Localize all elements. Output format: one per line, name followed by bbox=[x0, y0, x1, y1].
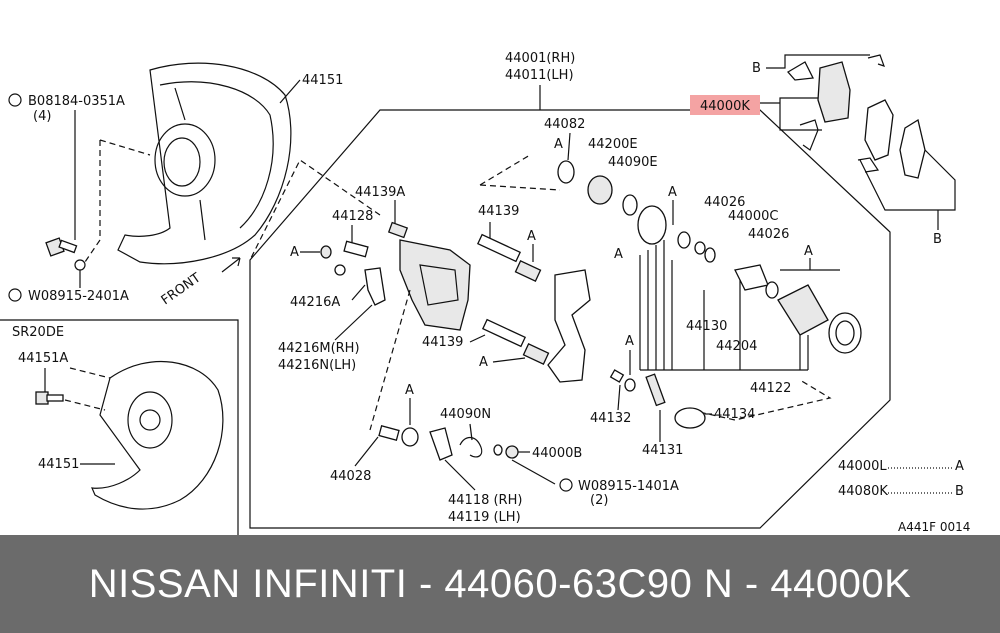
label-a5: A bbox=[290, 245, 299, 260]
label-washer2: W08915-1401A bbox=[578, 479, 679, 494]
bolt-part-lower bbox=[35, 391, 64, 405]
slide-pins bbox=[476, 233, 550, 365]
label-44011: 44011(LH) bbox=[505, 68, 574, 83]
backing-plate-bottom bbox=[91, 360, 224, 510]
label-44139-bottom: 44139 bbox=[422, 335, 463, 350]
caliper-body bbox=[364, 239, 471, 331]
label-44082: 44082 bbox=[544, 117, 585, 132]
label-front: FRONT bbox=[159, 270, 204, 308]
label-44119: 44119 (LH) bbox=[448, 510, 521, 525]
bolt-part bbox=[45, 237, 78, 257]
label-44216m: 44216M(RH) bbox=[278, 341, 360, 356]
label-44028: 44028 bbox=[330, 469, 371, 484]
label-44131: 44131 bbox=[642, 443, 683, 458]
label-44001: 44001(RH) bbox=[505, 51, 575, 66]
label-44139a: 44139A bbox=[355, 185, 405, 200]
label-44139-top: 44139 bbox=[478, 204, 519, 219]
label-a9: A bbox=[405, 383, 414, 398]
label-44151a: 44151A bbox=[18, 351, 68, 366]
label-44000c: 44000C bbox=[728, 209, 778, 224]
label-washer: W08915-2401A bbox=[28, 289, 129, 304]
legend-44000l-ref: A bbox=[955, 459, 964, 474]
label-bolt-top-qty: (4) bbox=[33, 109, 51, 124]
label-44151-top: 44151 bbox=[302, 73, 343, 88]
label-a4: A bbox=[804, 244, 813, 259]
label-a1: A bbox=[554, 137, 563, 152]
seal-parts-top bbox=[557, 160, 716, 263]
highlight-44000k bbox=[690, 95, 760, 115]
label-44122: 44122 bbox=[750, 381, 791, 396]
label-44151-bottom: 44151 bbox=[38, 457, 79, 472]
label-washer2-qty: (2) bbox=[590, 493, 608, 508]
label-44000k: 44000K bbox=[700, 99, 750, 114]
label-44134: 44134 bbox=[714, 407, 755, 422]
label-b-bottom: B bbox=[933, 232, 942, 247]
label-a3: A bbox=[668, 185, 677, 200]
caliper-bracket bbox=[547, 269, 591, 383]
caliper-assembly-outline bbox=[249, 109, 891, 529]
label-a6: A bbox=[527, 229, 536, 244]
parts-diagram: 44151 B08184-0351A (4) W08915-2401A FRON… bbox=[0, 51, 970, 535]
guide-parts bbox=[378, 425, 519, 461]
piston-parts bbox=[734, 264, 862, 354]
brake-pads bbox=[786, 54, 926, 179]
front-arrow-icon bbox=[221, 257, 241, 273]
part-number-text: NISSAN INFINITI - 44060-63C90 N - 44000K bbox=[88, 562, 912, 606]
legend-44080k-ref: B bbox=[955, 484, 964, 499]
legend-44080k: 44080K bbox=[838, 484, 888, 499]
label-44090n: 44090N bbox=[440, 407, 491, 422]
label-a8: A bbox=[625, 334, 634, 349]
label-44216a: 44216A bbox=[290, 295, 340, 310]
label-a7: A bbox=[479, 355, 488, 370]
label-44000b: 44000B bbox=[532, 446, 582, 461]
label-bolt-top: B08184-0351A bbox=[28, 94, 125, 109]
label-44130: 44130 bbox=[686, 319, 727, 334]
label-44132: 44132 bbox=[590, 411, 631, 426]
label-44204: 44204 bbox=[716, 339, 757, 354]
label-a2: A bbox=[614, 247, 623, 262]
label-44026-2: 44026 bbox=[748, 227, 789, 242]
footer-banner: NISSAN INFINITI - 44060-63C90 N - 44000K bbox=[0, 535, 1000, 633]
label-44118: 44118 (RH) bbox=[448, 493, 522, 508]
lower-small-parts bbox=[609, 369, 706, 429]
legend-44000l: 44000L bbox=[838, 459, 887, 474]
label-b-top: B bbox=[752, 61, 761, 76]
label-sr20de: SR20DE bbox=[12, 325, 64, 340]
label-44026-1: 44026 bbox=[704, 195, 745, 210]
label-44200e: 44200E bbox=[588, 137, 638, 152]
label-44216n: 44216N(LH) bbox=[278, 358, 356, 373]
backing-plate-top bbox=[117, 62, 292, 265]
label-44128: 44128 bbox=[332, 209, 373, 224]
diagram-code: A441F 0014 bbox=[898, 520, 970, 534]
bleeder-parts bbox=[320, 221, 409, 276]
label-44090e: 44090E bbox=[608, 155, 658, 170]
